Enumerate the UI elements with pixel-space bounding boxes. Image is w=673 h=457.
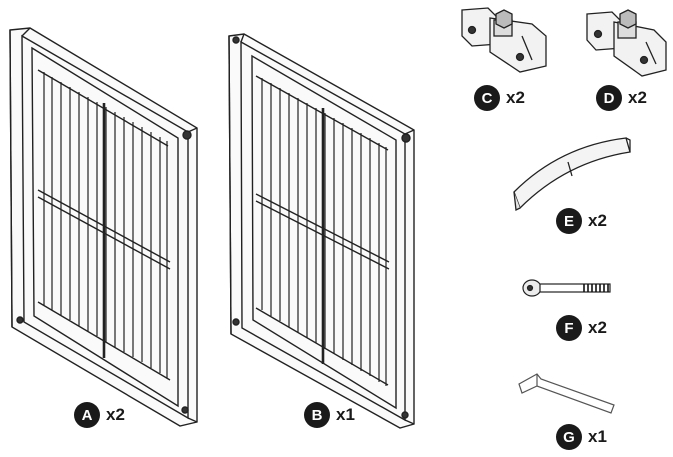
label-g: G x1	[556, 424, 607, 450]
part-quantity: x1	[588, 427, 607, 446]
label-c: C x2	[474, 85, 525, 111]
label-b: B x1	[304, 402, 355, 428]
part-quantity: x2	[106, 405, 125, 424]
part-quantity: x2	[588, 318, 607, 337]
part-letter-badge: A	[74, 402, 100, 428]
part-letter-badge: C	[474, 85, 500, 111]
label-a: A x2	[74, 402, 125, 428]
part-quantity: x2	[588, 211, 607, 230]
part-quantity: x2	[628, 88, 647, 107]
part-letter-badge: D	[596, 85, 622, 111]
part-quantity: x2	[506, 88, 525, 107]
part-letter-badge: B	[304, 402, 330, 428]
part-quantity: x1	[336, 405, 355, 424]
label-e: E x2	[556, 208, 607, 234]
part-letter-badge: E	[556, 208, 582, 234]
label-f: F x2	[556, 315, 607, 341]
part-letter-badge: G	[556, 424, 582, 450]
label-d: D x2	[596, 85, 647, 111]
part-letter-badge: F	[556, 315, 582, 341]
